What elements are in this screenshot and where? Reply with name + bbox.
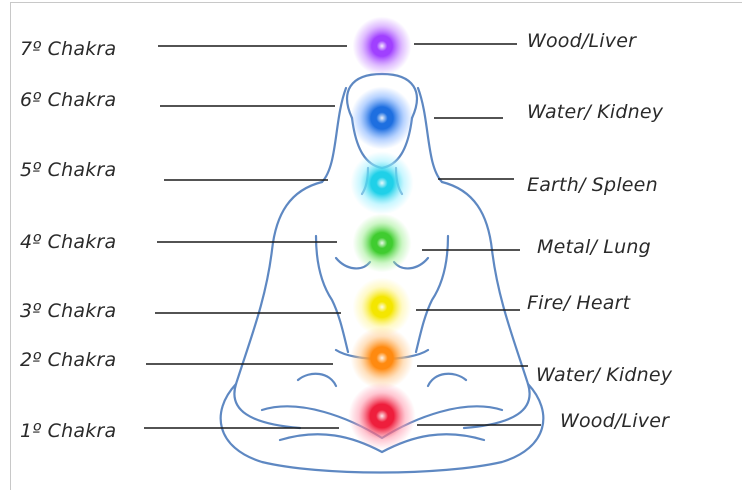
chakra-2-element-label: Water/ Kidney: [536, 364, 672, 386]
chakra-4-highlight: [377, 238, 388, 249]
chakra-6-element-label: Water/ Kidney: [527, 101, 663, 123]
chakra-7-highlight: [377, 41, 388, 52]
chakra-3-element-label: Fire/ Heart: [527, 292, 630, 314]
chakra-4-element-label: Metal/ Lung: [537, 236, 651, 258]
chakra-6-label: 6º Chakra: [20, 89, 116, 111]
chakra-3-highlight: [377, 302, 388, 313]
chakra-7-label: 7º Chakra: [20, 38, 116, 60]
chakra-5-label: 5º Chakra: [20, 159, 116, 181]
chakra-1-element-label: Wood/Liver: [560, 410, 669, 432]
chakra-orbs: [348, 17, 415, 450]
chakra-7-element-label: Wood/Liver: [527, 30, 636, 52]
chakra-2-highlight: [376, 352, 387, 363]
chakra-5-highlight: [376, 177, 387, 188]
chakra-1-highlight: [376, 410, 388, 422]
chakra-6-highlight: [376, 112, 387, 123]
chakra-4-label: 4º Chakra: [20, 231, 116, 253]
chakra-3-label: 3º Chakra: [20, 300, 116, 322]
chakra-5-element-label: Earth/ Spleen: [527, 174, 658, 196]
chakra-2-label: 2º Chakra: [20, 349, 116, 371]
chakra-1-label: 1º Chakra: [20, 420, 116, 442]
